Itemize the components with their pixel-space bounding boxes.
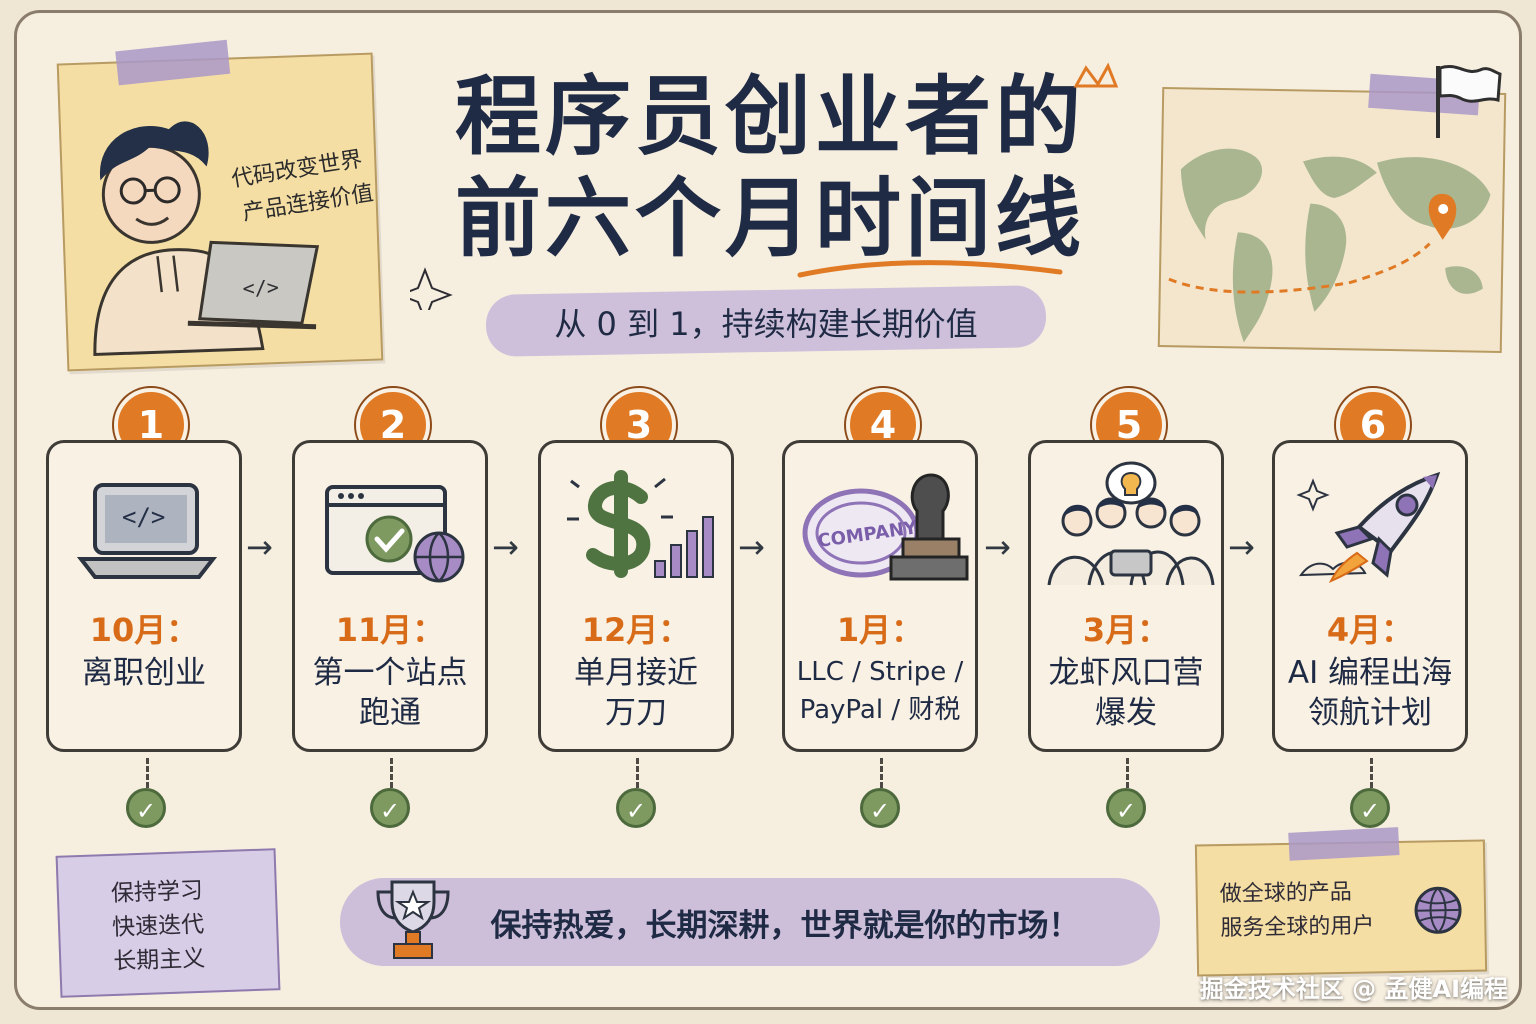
connector-4 bbox=[880, 758, 883, 788]
flag-icon bbox=[1436, 65, 1502, 138]
connector-6 bbox=[1370, 758, 1373, 788]
timeline-card-6: 4月： AI 编程出海 领航计划 bbox=[1272, 440, 1468, 752]
laptop-code-symbol: </> bbox=[122, 503, 165, 531]
company-stamp-icon: COMPANY bbox=[802, 473, 969, 581]
timeline-card-4: COMPANY 1月： LLC / Stripe / PayPal / 财税 bbox=[782, 440, 978, 752]
bottom-right-note-line-2: 服务全球的用户 bbox=[1220, 913, 1375, 942]
world-map-card bbox=[1157, 73, 1507, 353]
check-icon: ✓ bbox=[370, 788, 410, 828]
watermark: 掘金技术社区 @ 孟健AI编程 bbox=[1199, 975, 1508, 1003]
title-decoration bbox=[410, 62, 1119, 310]
bottom-message-band bbox=[340, 878, 1160, 966]
world-map-illustration bbox=[1168, 148, 1491, 343]
step-caption-1: 离职创业 bbox=[82, 655, 206, 691]
step-caption-2: 第一个站点 跑通 bbox=[312, 655, 468, 731]
bottom-right-note-line-1: 做全球的产品 bbox=[1219, 879, 1352, 908]
check-icon: ✓ bbox=[616, 788, 656, 828]
step-month-1: 10月： bbox=[89, 611, 199, 649]
team-idea-icon bbox=[1047, 461, 1215, 586]
laptop-icon: </> bbox=[77, 483, 217, 579]
check-icon: ✓ bbox=[860, 788, 900, 828]
rocket-icon bbox=[1296, 471, 1441, 583]
timeline-card-2: 11月： 第一个站点 跑通 bbox=[292, 440, 488, 752]
timeline-arrow-3: → bbox=[738, 528, 765, 566]
globe-icon bbox=[1414, 886, 1462, 934]
timeline-arrow-5: → bbox=[1228, 528, 1255, 566]
subtitle: 从 0 到 1，持续构建长期价值 bbox=[554, 305, 978, 343]
check-icon: ✓ bbox=[1350, 788, 1390, 828]
bottom-message: 保持热爱，长期深耕，世界就是你的市场！ bbox=[490, 908, 1080, 944]
step-caption-5: 龙虾风口营 爆发 bbox=[1048, 655, 1204, 731]
step-month-4: 1月： bbox=[836, 611, 924, 649]
check-icon: ✓ bbox=[126, 788, 166, 828]
step-month-3: 12月： bbox=[581, 611, 691, 649]
connector-3 bbox=[636, 758, 639, 788]
programmer-illustration: </> bbox=[93, 121, 320, 357]
bottom-left-note-line-2: 快速迭代 bbox=[111, 911, 205, 941]
bottom-left-note: 保持学习 快速迭代 长期主义 bbox=[55, 848, 281, 998]
page-title-line-2: 前六个月时间线 bbox=[455, 168, 1085, 269]
trophy-icon bbox=[376, 880, 450, 959]
page-title-line-1: 程序员创业者的 bbox=[455, 66, 1085, 167]
browser-check-icon bbox=[325, 485, 465, 583]
timeline-card-5: 3月： 龙虾风口营 爆发 bbox=[1028, 440, 1224, 752]
timeline-card-3: 12月： 单月接近 万刀 bbox=[538, 440, 734, 752]
step-caption-6: AI 编程出海 领航计划 bbox=[1287, 655, 1453, 731]
timeline-arrow-4: → bbox=[984, 528, 1011, 566]
timeline-arrow-1: → bbox=[246, 528, 273, 566]
timeline-arrow-2: → bbox=[492, 528, 519, 566]
step-month-6: 4月： bbox=[1326, 611, 1414, 649]
dollar-chart-icon bbox=[567, 470, 714, 578]
bottom-right-note: 做全球的产品 服务全球的用户 bbox=[1194, 827, 1488, 977]
code-symbol-text: </> bbox=[242, 275, 279, 300]
check-icon: ✓ bbox=[1106, 788, 1146, 828]
bottom-right-tape bbox=[1288, 827, 1400, 861]
bottom-left-note-line-3: 长期主义 bbox=[112, 945, 206, 975]
step-month-2: 11月： bbox=[335, 611, 445, 649]
connector-5 bbox=[1126, 758, 1129, 788]
timeline-card-1: </> 10月： 离职创业 bbox=[46, 440, 242, 752]
step-caption-4: LLC / Stripe / PayPal / 财税 bbox=[796, 657, 964, 725]
step-caption-3: 单月接近 万刀 bbox=[574, 655, 698, 731]
bottom-left-note-line-1: 保持学习 bbox=[110, 877, 204, 907]
step-month-5: 3月： bbox=[1082, 611, 1170, 649]
connector-2 bbox=[390, 758, 393, 788]
connector-1 bbox=[146, 758, 149, 788]
top-left-note: </> 代码改变世界 产品连接价值 bbox=[56, 39, 384, 372]
